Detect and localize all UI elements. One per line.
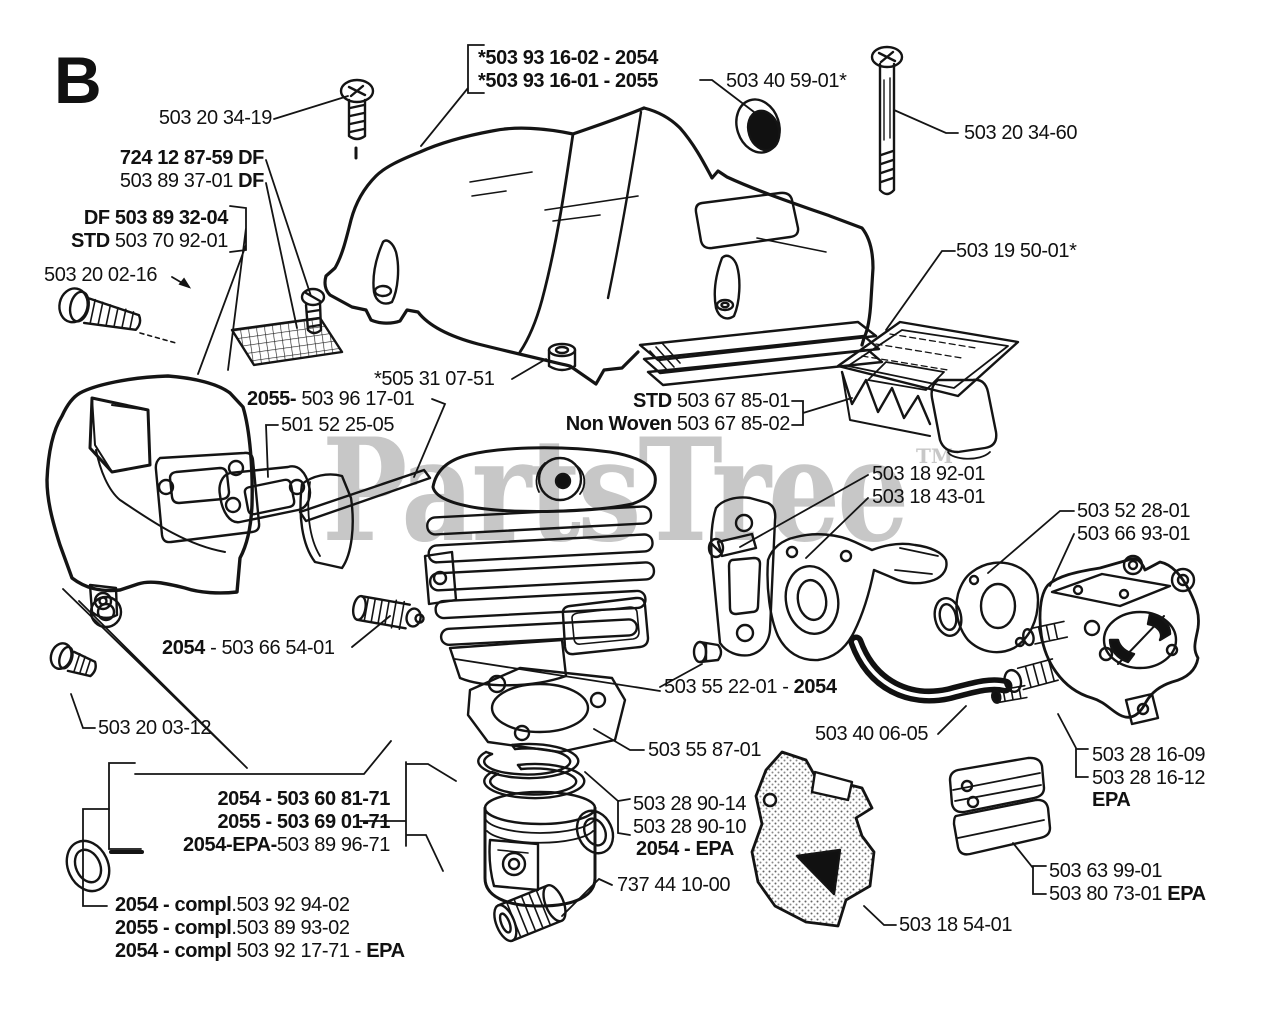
cover-screw-drawing [339,78,375,160]
label-muffler-gasket: 501 52 25-05 [281,414,395,436]
plug-screw-drawing [49,642,97,678]
muffler-drawing [45,374,261,620]
label-filter-nonwoven: Non Woven 503 67 85-02 [565,413,791,435]
label-baffle: 503 18 54-01 [899,914,1013,936]
long-bolt-drawing [870,45,904,196]
muffler-screen-drawing [230,287,344,367]
label-cover-2054: *503 93 16-02 - 2054 [478,47,658,69]
intake-baffle-drawing [750,750,876,928]
label-pump-a: 503 63 99-01 [1049,860,1163,882]
label-clamp: 503 18 92-01 [872,463,986,485]
piston-rings-drawing [477,742,586,800]
carb-spacer-drawing [955,561,1040,654]
cylinder-drawing [423,446,723,687]
decomp-valve-drawing [351,594,425,631]
label-impulse: 503 55 22-01 - 2054 [664,676,837,698]
piston-drawing [483,790,597,908]
impulse-hose-drawing [848,634,1013,704]
needle-bearing-drawing [493,884,567,943]
air-filter-drawing [836,320,1020,460]
circlip-left-drawing [65,839,111,893]
label-carburetor-a: 503 28 16-09 [1092,744,1206,766]
label-pump-epa: 503 80 73-01 EPA [1049,883,1206,905]
label-decomp-valve: 2054 - 503 66 54-01 [162,637,335,659]
carburetor-drawing [990,554,1200,726]
label-rings-epa: 2054 - EPA [636,838,734,860]
label-rings-a: 503 28 90-14 [633,793,747,815]
muffler-bolt-drawing [58,287,142,332]
label-carb-gasket: 503 66 93-01 [1077,523,1191,545]
muffler-gasket-drawing [218,465,312,524]
intake-flange-drawing [710,496,777,657]
label-long-bolt: 503 20 34-60 [964,122,1078,144]
label-cover-screw: 503 20 34-19 [158,107,272,129]
cylinder-cover-drawing [323,106,884,387]
label-spacer: 503 52 28-01 [1077,500,1191,522]
partstree-watermark: PartsTree [322,408,909,574]
seal-ring-drawing [933,597,963,637]
label-rings-b: 503 28 90-10 [633,816,747,838]
label-manifold: 503 18 43-01 [872,486,986,508]
label-muffler-df: DF 503 89 32-04 [83,207,229,229]
cylinder-gasket-drawing [466,666,627,754]
intake-clamp-drawing [707,532,758,559]
label-piston-epa: 2054-EPA-503 89 96-71 [183,834,390,856]
label-complete-epa: 2054 - compl 503 92 17-71 - EPA [115,940,405,962]
section-letter: B [54,43,102,117]
label-needle-bearing: 737 44 10-00 [617,874,731,896]
label-muffler-screen: 724 12 87-59 DF [119,147,265,169]
label-bar-nut: *505 31 07-51 [374,368,495,390]
label-cylinder-gasket: 503 55 87-01 [648,739,762,761]
label-heat-shield: 2055- 503 96 17-01 [247,388,415,410]
label-carburetor-epa: EPA [1092,789,1131,811]
label-cap-plug: 503 40 59-01* [726,70,847,92]
label-complete-2055: 2055 - compl.503 89 93-02 [115,917,350,939]
label-muffler-std: STD 503 70 92-01 [70,230,228,252]
label-impulse-hose: 503 40 06-05 [815,723,929,745]
label-plug-screw: 503 20 03-12 [98,717,212,739]
label-piston-2055: 2055 - 503 69 01-71 [217,811,390,833]
cap-plug-drawing [735,98,781,154]
label-muffler-bolt: 503 20 02-16 [44,264,158,286]
label-carburetor-b: 503 28 16-12 [1092,767,1206,789]
label-air-filter-frame: 503 19 50-01* [956,240,1077,262]
manifold-drawing [766,533,948,662]
leader-lines [62,44,1089,926]
label-muffler-gasket-df: 503 89 37-01 DF [119,170,265,192]
label-piston-2054: 2054 - 503 60 81-71 [217,788,390,810]
label-cover-2055: *503 93 16-01 - 2055 [478,70,658,92]
heat-shield-drawing [298,468,432,570]
label-filter-std: STD 503 67 85-01 [632,390,790,412]
bar-nut-drawing [547,342,577,372]
label-complete-2054: 2054 - compl.503 92 94-02 [115,894,350,916]
pump-block-drawing [948,756,1052,856]
circlip-right-drawing [575,809,615,855]
